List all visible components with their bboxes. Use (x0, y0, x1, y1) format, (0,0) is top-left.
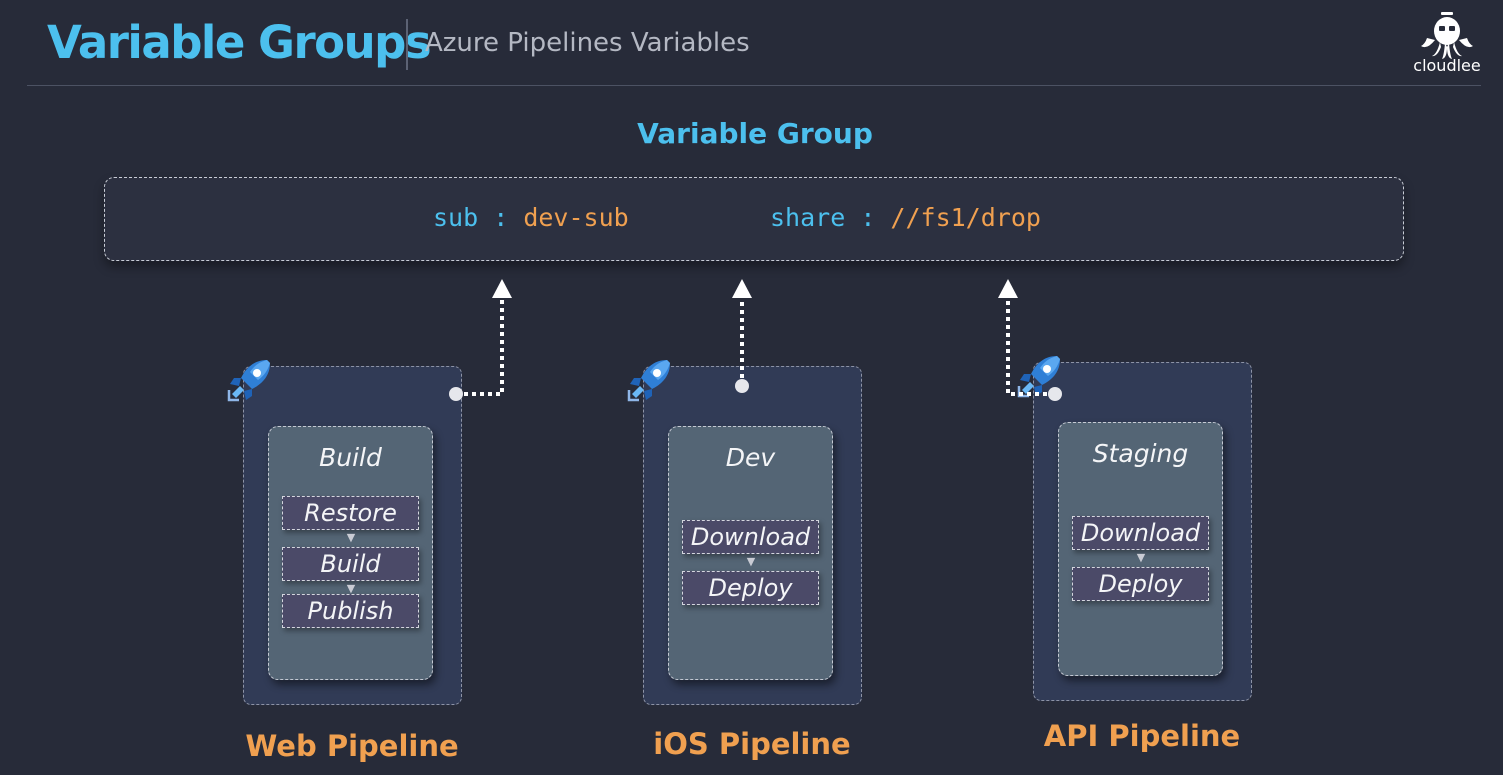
azure-pipelines-rocket-icon (627, 360, 670, 402)
variable-key: sub (433, 203, 479, 232)
azure-pipelines-rocket-icon (1017, 356, 1060, 398)
task-arrow-icon: ▼ (1136, 551, 1146, 564)
task-build: Build (282, 547, 419, 581)
stage-label-staging: Staging (1092, 439, 1189, 468)
variable-sub: sub : dev-sub (433, 203, 629, 232)
pipeline-name-web: Web Pipeline (245, 729, 459, 763)
page-title: Variable Groups (47, 16, 432, 69)
task-restore: Restore (282, 496, 419, 530)
pipeline-name-ios: iOS Pipeline (653, 727, 851, 761)
task-download: Download (682, 520, 819, 554)
task-arrow-icon: ▼ (746, 555, 756, 568)
variable-group-title: Variable Group (637, 117, 873, 150)
task-arrow-icon: ▼ (346, 531, 356, 544)
task-deploy: Deploy (1072, 567, 1209, 601)
title-divider (406, 19, 408, 70)
task-download: Download (1072, 516, 1209, 550)
variable-separator: : (478, 203, 524, 232)
connector-web (449, 279, 512, 401)
variable-value: //fs1/drop (890, 203, 1041, 232)
header-divider (27, 85, 1481, 86)
connector-ios (732, 279, 752, 393)
variable-separator: : (845, 203, 891, 232)
variable-key: share (770, 203, 846, 232)
page-subtitle: Azure Pipelines Variables (425, 28, 750, 58)
task-deploy: Deploy (682, 571, 819, 605)
task-publish: Publish (282, 594, 419, 628)
variable-share: share : //fs1/drop (770, 203, 1041, 232)
stage-label-dev: Dev (725, 443, 776, 472)
variable-group-box (104, 177, 1404, 261)
pipeline-name-api: API Pipeline (1043, 719, 1241, 753)
task-arrow-icon: ▼ (346, 582, 356, 595)
logo-text: cloudlee (1413, 56, 1481, 75)
variable-value: dev-sub (523, 203, 629, 232)
azure-pipelines-rocket-icon (227, 360, 270, 402)
connector-api (998, 279, 1062, 401)
stage-label-build: Build (319, 443, 382, 472)
cloudlee-octopus-logo-icon (1421, 12, 1473, 59)
